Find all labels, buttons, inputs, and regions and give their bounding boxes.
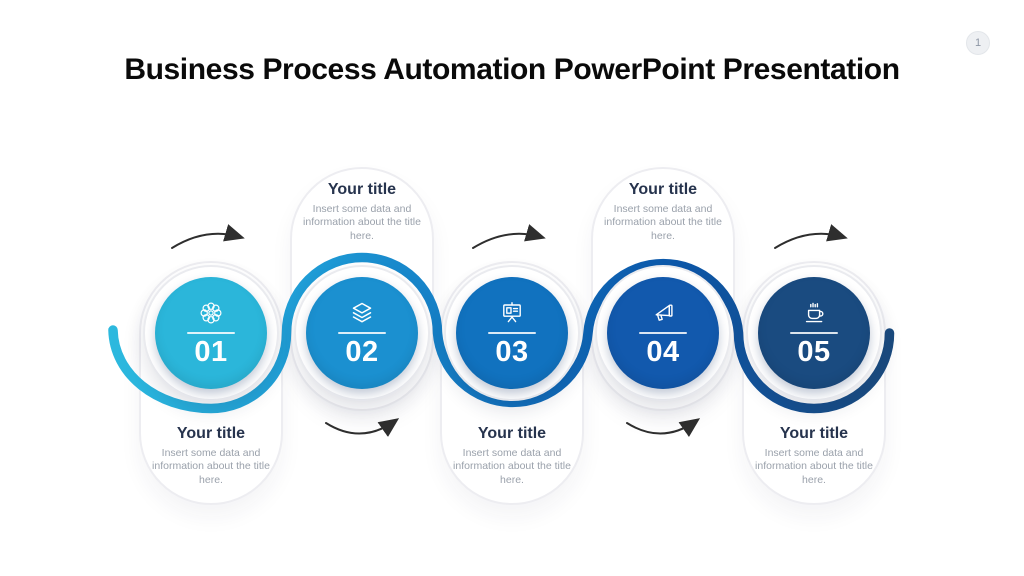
layers-icon (349, 300, 375, 326)
step-description: Insert some data and information about t… (604, 203, 722, 242)
arrow-right-icon (472, 224, 546, 249)
step-text-2: Your title Insert some data and informat… (290, 181, 434, 243)
step-text-1: Your title Insert some data and informat… (139, 425, 283, 487)
step-title: Your title (477, 425, 547, 442)
step-description: Insert some data and information about t… (453, 447, 571, 486)
step-text-4: Your title Insert some data and informat… (591, 181, 735, 243)
step-disc: 01 (155, 277, 267, 389)
step-description: Insert some data and information about t… (303, 203, 421, 242)
step-title: Your title (779, 425, 849, 442)
step-number: 03 (495, 335, 529, 368)
megaphone-icon (650, 300, 676, 326)
step-number: 04 (646, 335, 680, 368)
step-text-3: Your title Insert some data and informat… (440, 425, 584, 487)
arrow-right-icon (626, 418, 701, 437)
step-disc: 02 (306, 277, 418, 389)
step-text-5: Your title Insert some data and informat… (742, 425, 886, 487)
step-disc: 04 (607, 277, 719, 389)
step-title: Your title (327, 181, 397, 198)
slide-title: Business Process Automation PowerPoint P… (124, 53, 900, 87)
arrow-right-icon (171, 224, 245, 249)
page-number-badge: 1 (966, 31, 990, 55)
step-circle-2: 02 (294, 265, 430, 401)
step-title: Your title (176, 425, 246, 442)
step-number: 01 (194, 335, 228, 368)
step-description: Insert some data and information about t… (755, 447, 873, 486)
arrow-right-icon (774, 224, 848, 249)
step-title: Your title (628, 181, 698, 198)
step-circle-1: 01 (143, 265, 279, 401)
step-number: 05 (797, 335, 831, 368)
step-disc: 05 (758, 277, 870, 389)
coffee-icon (801, 300, 827, 326)
step-disc: 03 (456, 277, 568, 389)
step-circle-4: 04 (595, 265, 731, 401)
atom-icon (198, 300, 224, 326)
divider (639, 331, 687, 334)
step-circle-5: 05 (746, 265, 882, 401)
step-circle-3: 03 (444, 265, 580, 401)
step-description: Insert some data and information about t… (152, 447, 270, 486)
divider (488, 331, 536, 334)
presentation-icon (499, 300, 525, 326)
divider (338, 331, 386, 334)
page-number: 1 (974, 37, 982, 49)
divider (790, 331, 838, 334)
divider (187, 331, 235, 334)
step-number: 02 (345, 335, 379, 368)
arrow-right-icon (325, 418, 400, 437)
